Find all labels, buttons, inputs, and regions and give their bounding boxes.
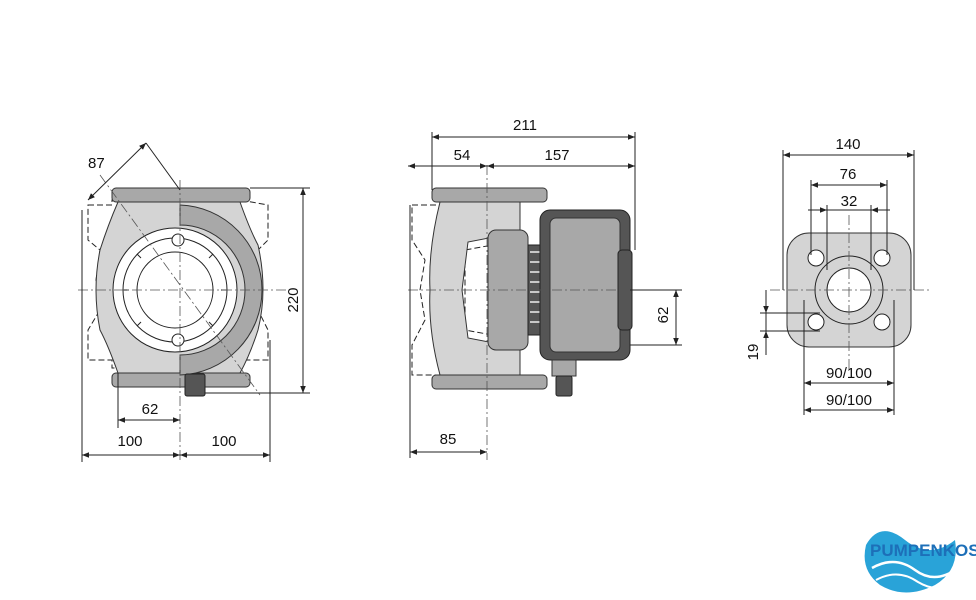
flange-dim-thickness: 19: [745, 344, 762, 361]
flange-dim-bore: 32: [841, 193, 858, 210]
flange-view: 140 76 32 19 90/100 90/100: [745, 136, 930, 415]
flange-dim-a: 90/100: [826, 365, 872, 382]
side-dim-motor: 62: [655, 307, 672, 324]
front-view: 87 220 62 100 100: [78, 142, 310, 462]
side-dim-right: 157: [544, 147, 569, 164]
pumpenkost-logo: PUMPENKOST: [864, 531, 976, 593]
side-dim-left: 54: [454, 147, 471, 164]
front-dim-left: 100: [117, 433, 142, 450]
front-dim-diagonal: 87: [88, 155, 105, 172]
side-dim-bottom: 85: [440, 431, 457, 448]
flange-dim-bolt: 76: [840, 166, 857, 183]
flange-dim-b: 90/100: [826, 392, 872, 409]
logo-text: PUMPENKOST: [870, 541, 976, 560]
side-view: 211 54 157 62 85: [408, 117, 682, 460]
front-dim-right: 100: [211, 433, 236, 450]
flange-dim-outer: 140: [835, 136, 860, 153]
front-dim-inner: 62: [142, 401, 159, 418]
front-dim-height: 220: [285, 287, 302, 312]
side-dim-total: 211: [513, 117, 537, 134]
